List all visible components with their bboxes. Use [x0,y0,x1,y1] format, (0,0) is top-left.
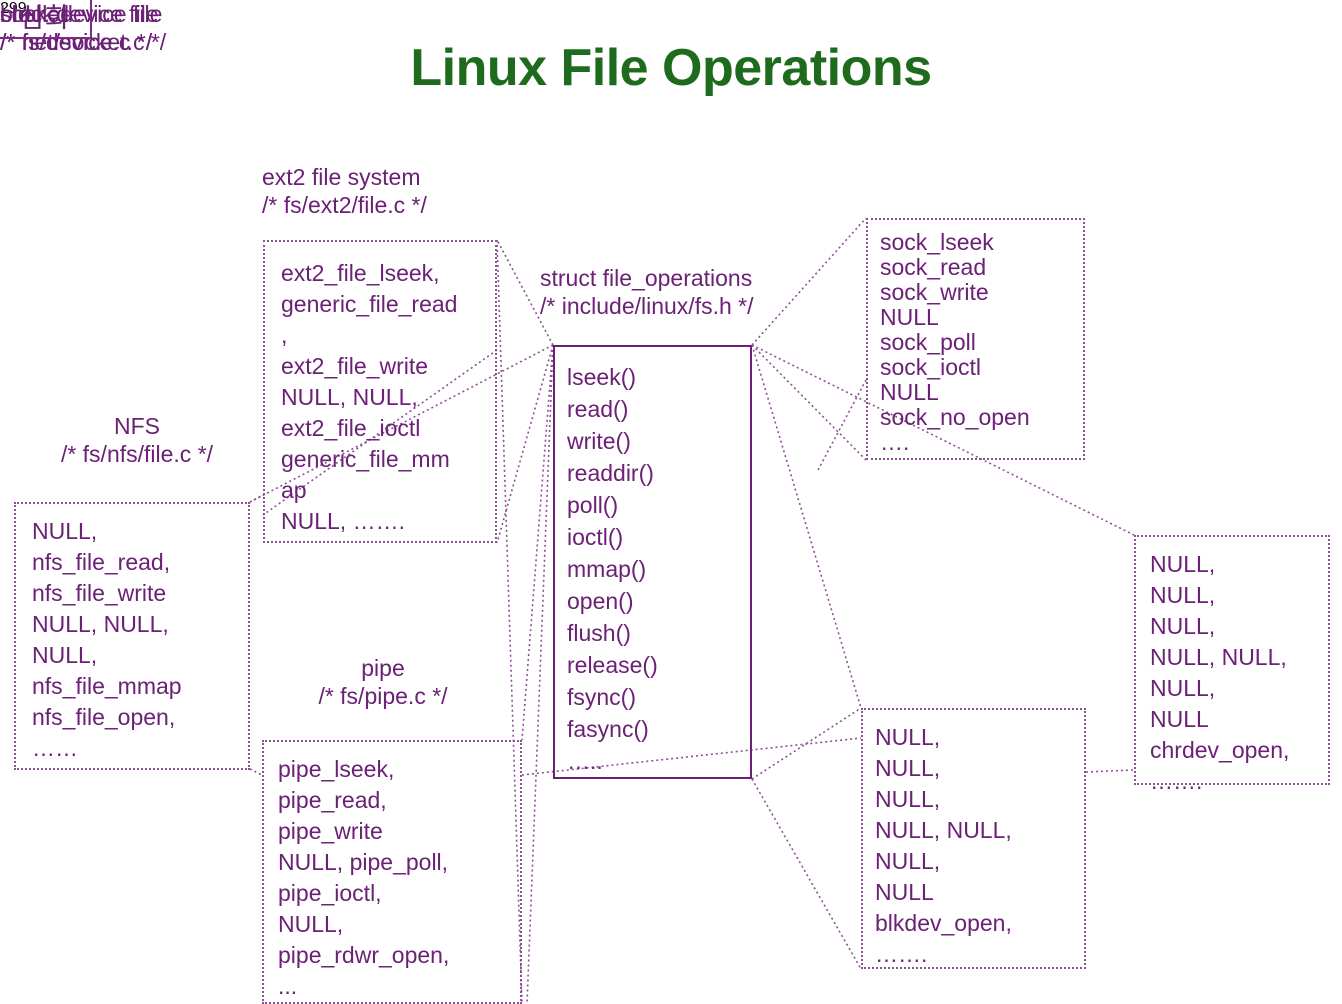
code-box-block-device: NULL, NULL, NULL, NULL, NULL, NULL, NULL… [861,708,1086,969]
code-lines-file-operations: lseek() read() write() readdir() poll() … [567,364,658,774]
code-box-socket: sock_lseek sock_read sock_write NULL soc… [866,218,1085,460]
label-socket: socket /* net/socket.c */ [0,1,167,55]
code-box-pipe: pipe_lseek, pipe_read, pipe_write NULL, … [262,740,522,1004]
corner-tag-badge: 심화 [0,0,92,39]
label-ext2: ext2 file system /* fs/ext2/file.c */ [262,164,427,218]
code-lines-socket: sock_lseek sock_read sock_write NULL soc… [880,229,1030,455]
code-lines-ext2: ext2_file_lseek, generic_file_read , ext… [281,260,458,534]
page-number: 299 [0,0,27,17]
code-lines-char-device: NULL, NULL, NULL, NULL, NULL, NULL, NULL… [1150,551,1290,794]
code-box-ext2: ext2_file_lseek, generic_file_read , ext… [263,240,497,543]
label-pipe: pipe /* fs/pipe.c */ [318,655,448,709]
label-nfs: NFS /* fs/nfs/file.c */ [60,413,214,467]
code-lines-pipe: pipe_lseek, pipe_read, pipe_write NULL, … [278,756,450,999]
code-lines-nfs: NULL, nfs_file_read, nfs_file_write NULL… [32,518,182,761]
corner-tag-label: 심화 [19,3,71,33]
code-box-file-operations: lseek() read() write() readdir() poll() … [553,345,752,779]
label-block-device: block device file /* fs/device.c */ [0,1,163,55]
label-char-device: char. device file /* fs/device.c */ [0,1,159,55]
code-lines-block-device: NULL, NULL, NULL, NULL, NULL, NULL, NULL… [875,724,1012,967]
page-title: Linux File Operations [410,39,932,97]
label-file-operations: struct file_operations /* include/linux/… [540,265,754,319]
code-box-nfs: NULL, nfs_file_read, nfs_file_write NULL… [14,502,250,770]
code-box-char-device: NULL, NULL, NULL, NULL, NULL, NULL, NULL… [1134,535,1330,794]
